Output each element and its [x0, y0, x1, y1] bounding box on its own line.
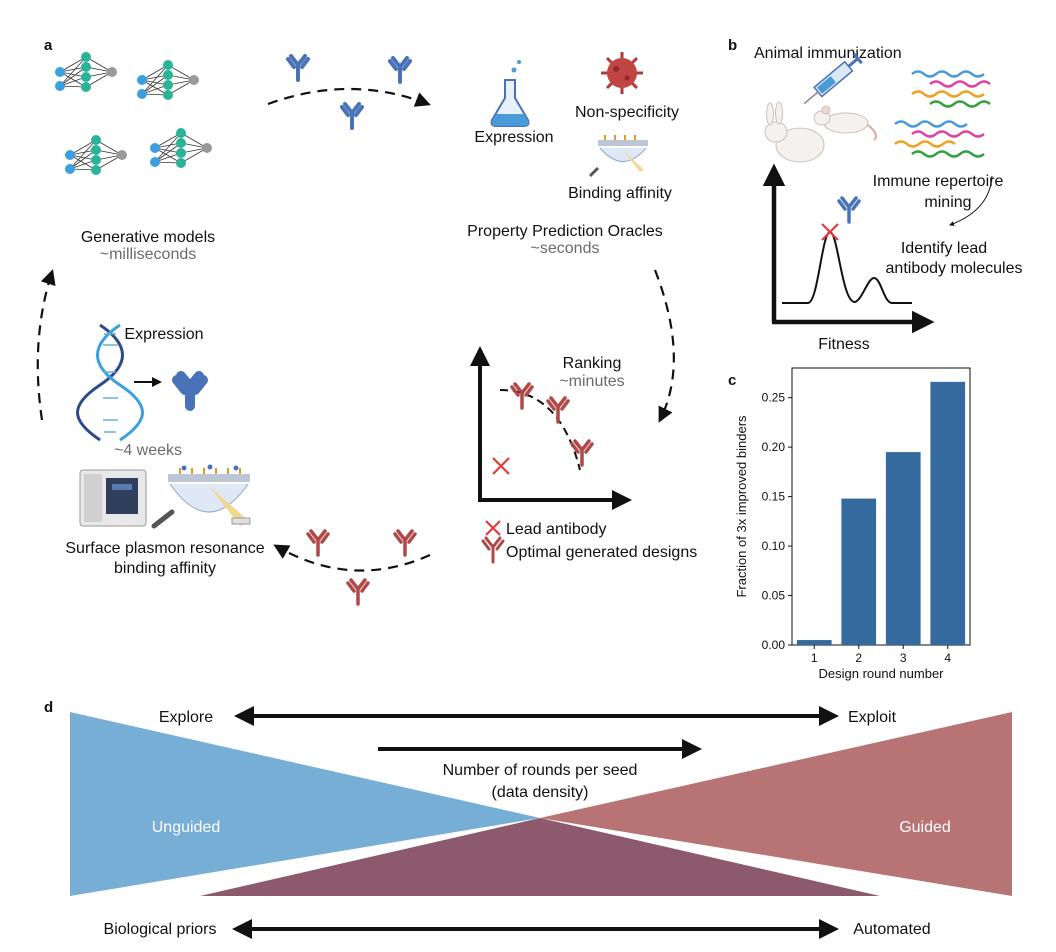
legend-lead-label: Lead antibody — [506, 521, 607, 538]
generative-time-label: ~milliseconds — [100, 246, 196, 263]
overlap-region — [200, 818, 880, 896]
ranking-label: Ranking — [563, 355, 622, 372]
spr-sensor-icon — [151, 464, 251, 529]
nonspecificity-label: Non-specificity — [575, 104, 679, 121]
unguided-label: Unguided — [152, 819, 221, 836]
large-antibody-icon — [177, 376, 203, 406]
x-tick-label: 2 — [855, 651, 862, 665]
guided-label: Guided — [899, 819, 951, 836]
flow-arrow-to-generative — [36, 269, 56, 421]
panel-letter-d: d — [44, 699, 53, 716]
oracles-time-label: ~seconds — [531, 240, 600, 257]
antibody-icon — [393, 529, 417, 557]
y-tick-label: 0.15 — [762, 490, 786, 504]
rounds-label-line2: (data density) — [492, 784, 589, 801]
y-axis-label: Fraction of 3x improved binders — [734, 415, 749, 598]
y-tick-label: 0.05 — [762, 589, 786, 603]
neural-network-icon — [149, 127, 213, 169]
y-tick-label: 0.25 — [762, 391, 786, 405]
exploit-label: Exploit — [848, 709, 897, 726]
repertoire-label-line2: mining — [924, 194, 971, 211]
bar — [841, 498, 877, 645]
automated-label: Automated — [853, 921, 930, 938]
spr-label-line2: binding affinity — [114, 560, 216, 577]
bar — [885, 452, 921, 645]
repertoire-label-line1: Immune repertoire — [873, 173, 1004, 190]
unguided-wedge — [70, 712, 540, 896]
binding-affinity-icon — [588, 135, 648, 178]
antibody-icon — [837, 196, 861, 224]
ranking-time-label: ~minutes — [559, 373, 624, 390]
fitness-x-label: Fitness — [818, 336, 870, 353]
y-tick-label: 0.10 — [762, 539, 786, 553]
chart-frame — [791, 367, 971, 646]
lab-time-label: ~4 weeks — [114, 442, 182, 459]
x-tick-label: 4 — [944, 651, 951, 665]
x-tick-label: 3 — [900, 651, 907, 665]
neural-network-icon — [136, 59, 200, 101]
antibody-icon — [340, 102, 364, 130]
antibody-icon — [286, 54, 310, 82]
flask-icon — [490, 60, 530, 127]
lead-label-line2: antibody molecules — [886, 260, 1023, 277]
panel-letter-b: b — [728, 37, 737, 54]
panel-letter-c: c — [728, 372, 736, 389]
lead-x-marker — [492, 457, 510, 475]
syringe-icon — [803, 53, 863, 105]
legend-designs-label: Optimal generated designs — [506, 544, 697, 561]
y-tick-label: 0.20 — [762, 440, 786, 454]
spr-instrument-icon — [79, 469, 147, 527]
legend-lead-x-icon — [485, 520, 501, 536]
virus-icon — [601, 52, 643, 94]
lead-label-line1: Identify lead — [901, 240, 987, 257]
antibody-icon — [306, 529, 330, 557]
antibody-icon — [388, 56, 412, 84]
oracles-label: Property Prediction Oracles — [467, 223, 663, 240]
panel-letter-a: a — [44, 37, 53, 54]
y-tick-label: 0.00 — [762, 638, 786, 652]
bar — [796, 640, 832, 645]
guided-wedge — [540, 712, 1012, 896]
mouse-icon — [813, 105, 877, 141]
binding-affinity-label: Binding affinity — [568, 185, 672, 202]
neural-network-icon — [54, 51, 118, 93]
rounds-label-line1: Number of rounds per seed — [443, 762, 638, 779]
x-axis-label: Design round number — [818, 666, 944, 681]
fitness-distribution-curve — [782, 230, 912, 304]
mining-arrow — [949, 175, 993, 226]
neural-network-icon — [64, 134, 128, 176]
antibody-icon — [346, 578, 370, 606]
spr-label-line1: Surface plasmon resonance — [65, 540, 264, 557]
generative-models-label: Generative models — [81, 229, 215, 246]
rabbit-icon — [764, 101, 825, 163]
biological-priors-label: Biological priors — [104, 921, 217, 938]
immunization-label: Animal immunization — [754, 45, 902, 62]
x-tick-label: 1 — [811, 651, 818, 665]
bar — [930, 381, 966, 645]
lab-expression-label: Expression — [124, 326, 203, 343]
sequence-reads-icon — [894, 70, 991, 158]
pareto-curve — [499, 389, 581, 471]
flow-arrow-to-ranking — [653, 269, 675, 423]
legend-antibody-icon — [481, 536, 505, 564]
expression-oracle-label: Expression — [474, 129, 553, 146]
flow-arrow-to-lab — [273, 544, 431, 572]
dna-helix-icon — [76, 323, 144, 442]
lead-x-marker — [821, 223, 839, 241]
flow-arrow-to-oracles — [267, 87, 431, 107]
explore-label: Explore — [159, 709, 213, 726]
